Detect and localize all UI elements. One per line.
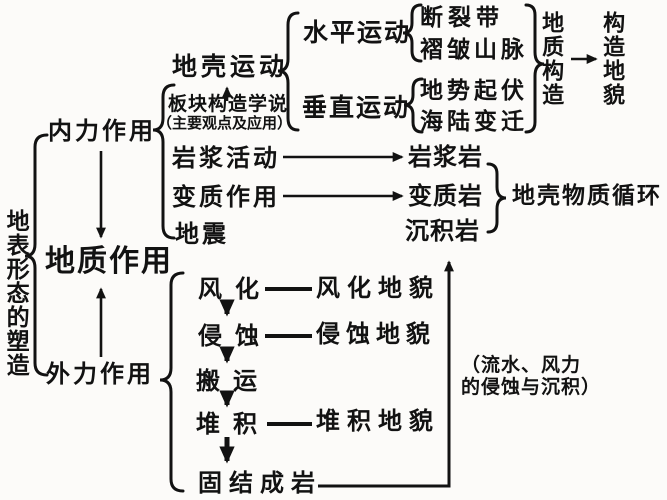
node-deposition: 堆积 bbox=[196, 410, 270, 438]
node-plate-tectonics-note: （主要观点及应用） bbox=[157, 114, 293, 132]
node-structural-landform: 构造地貌 bbox=[599, 11, 625, 107]
node-sedimentary-rock: 沉积岩 bbox=[405, 217, 480, 245]
node-horizontal-movement: 水平运动 bbox=[303, 18, 412, 47]
node-igneous-rock: 岩浆岩 bbox=[408, 143, 483, 171]
annotation-water-wind-line2: 的侵蚀与沉积） bbox=[461, 376, 602, 398]
node-terrain-relief: 地势起伏 bbox=[420, 78, 528, 104]
brace-horizontal bbox=[402, 3, 423, 63]
node-surface-morphology-shaping: 地表形态的塑造 bbox=[2, 209, 29, 377]
node-consolidation: 固结成岩 bbox=[198, 469, 322, 497]
arrow-consolidation-to-sedrock bbox=[318, 260, 454, 488]
annotation-water-wind-line1: （流水、风力 bbox=[461, 354, 582, 376]
node-deposition-landform: 堆积地貌 bbox=[316, 407, 440, 435]
node-fault-zone: 断裂带 bbox=[420, 5, 504, 31]
node-geological-structure: 地质构造 bbox=[538, 11, 564, 107]
brace-external-group bbox=[159, 271, 185, 493]
node-erosion-landform: 侵蚀地貌 bbox=[316, 320, 436, 348]
node-erosion: 侵蚀 bbox=[198, 322, 272, 350]
brace-rock-cycle bbox=[486, 162, 507, 234]
node-sea-land-changes: 海陆变迁 bbox=[420, 109, 528, 135]
brace-internal-group bbox=[152, 83, 176, 240]
node-internal-force: 内力作用 bbox=[48, 117, 156, 145]
brace-root bbox=[24, 133, 49, 377]
node-geological-action: 地质作用 bbox=[45, 244, 173, 279]
node-transport: 搬运 bbox=[196, 367, 270, 395]
node-vertical-movement: 垂直运动 bbox=[302, 93, 411, 122]
node-metamorphism: 变质作用 bbox=[172, 183, 280, 211]
brace-crustal-movement bbox=[277, 11, 300, 132]
node-earthquake: 地震 bbox=[175, 220, 229, 248]
node-crustal-movement: 地壳运动 bbox=[172, 52, 289, 81]
brace-geological-structure bbox=[524, 3, 545, 134]
node-crustal-material-cycle: 地壳物质循环 bbox=[512, 183, 662, 209]
node-weathering-landform: 风化地貌 bbox=[316, 274, 440, 302]
node-weathering: 风化 bbox=[198, 275, 272, 303]
node-external-force: 外力作用 bbox=[46, 360, 154, 388]
node-metamorphic-rock: 变质岩 bbox=[408, 182, 483, 210]
brace-vertical bbox=[403, 77, 424, 134]
node-plate-tectonics-theory: 板块构造学说 bbox=[168, 93, 289, 115]
node-magmatic-activity: 岩浆活动 bbox=[172, 144, 280, 172]
node-fold-mountains: 褶皱山脉 bbox=[420, 37, 528, 63]
